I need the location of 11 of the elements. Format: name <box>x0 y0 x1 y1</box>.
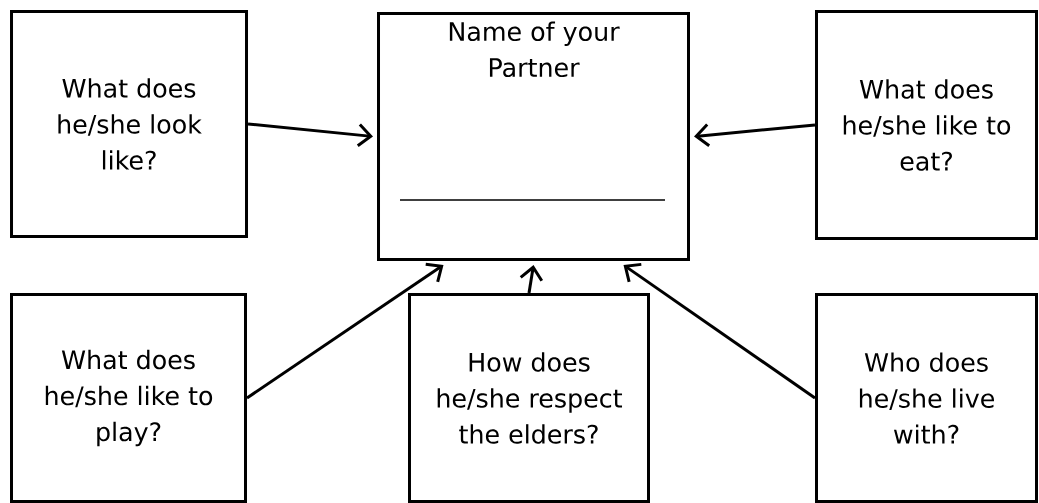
question-box: What does he/she like to eat? <box>815 10 1038 240</box>
arrow <box>246 262 444 400</box>
arrow <box>247 122 373 147</box>
question-box: How does he/she respect the elders? <box>408 293 650 503</box>
arrow <box>519 265 544 294</box>
name-box: Name of your Partner <box>377 12 690 261</box>
arrow <box>623 262 816 400</box>
question-box: Who does he/she live with? <box>815 293 1038 503</box>
question-box: What does he/she look like? <box>10 10 248 238</box>
question-box: What does he/she like to play? <box>10 293 247 503</box>
arrow <box>694 123 816 147</box>
